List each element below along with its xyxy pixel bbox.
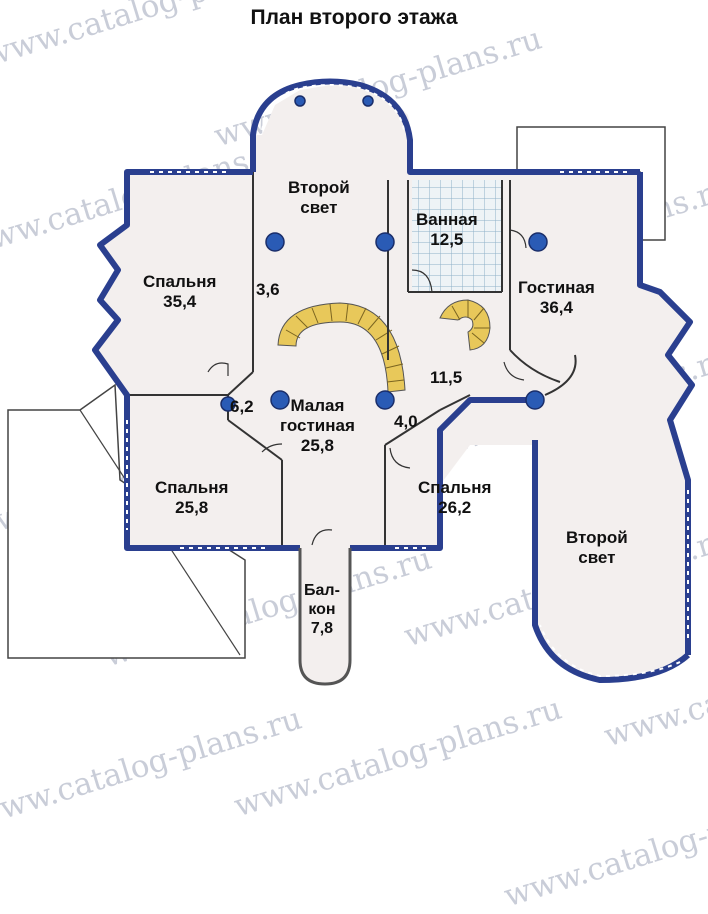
balcony-floor [300,548,350,683]
exterior-walls [92,78,695,686]
door-living[interactable] [509,229,527,249]
room-bathroom: Ванная 12,5 [416,210,478,250]
area-niche-right: 4,0 [394,412,418,431]
door-bedroom-sw[interactable] [261,443,283,453]
room-name: Гостиная [518,278,595,297]
room-living: Гостиная 36,4 [518,278,595,318]
room-name: Спальня [143,272,217,291]
column [294,95,306,107]
windows [126,84,689,678]
room-name-line2: гостиная [280,416,355,435]
wall-small-living-left [227,419,283,461]
room-name-line1: Второй [288,178,350,197]
room-area: 36,4 [539,298,573,317]
window-top-arch [261,84,405,131]
column [525,390,545,410]
room-area: 7,8 [310,620,334,637]
room-small-living: Малая гостиная 25,8 [280,396,355,456]
room-second-light-right: Второй свет [566,528,628,568]
doors[interactable] [207,229,527,546]
room-area: 35,4 [163,292,197,311]
door-hall-right[interactable] [503,361,525,381]
room-name: Ванная [416,210,478,229]
bathroom-tiles [412,180,502,292]
wall-top-arch [250,78,640,175]
wall-corridor-angle [227,371,254,396]
room-area: 25,8 [175,498,209,517]
area-corridor-left: 3,6 [256,280,280,299]
wall-small-living-right [384,409,441,446]
column [220,396,236,412]
wall-south-east [350,397,535,551]
room-name: Спальня [155,478,229,497]
door-bedroom-nw[interactable] [207,362,229,376]
room-bedroom-se: Спальня 26,2 [418,478,491,518]
balcony-rail [298,548,352,686]
column [375,232,395,252]
room-name-line1: Бал- [304,582,340,599]
column [375,390,395,410]
room-name: Спальня [418,478,492,497]
room-balcony: Бал- кон 7,8 [304,581,340,638]
room-name-line2: кон [308,601,336,618]
wall-east [637,172,695,655]
room-area: 25,8 [300,436,334,455]
column [362,95,374,107]
room-bedroom-sw: Спальня 25,8 [155,478,228,518]
room-area: 26,2 [438,498,472,517]
room-second-light-top: Второй свет [288,178,350,218]
area-hall-right: 11,5 [430,368,463,387]
wall-living-bay [544,354,577,396]
door-bathroom[interactable] [411,269,433,293]
main-stair [277,302,406,393]
wall-west [92,169,300,551]
column [270,390,290,410]
interior-walls [127,172,577,549]
staircases [277,299,491,393]
wall-hall-angle [439,394,471,411]
wall-living-curve [509,349,561,383]
plan-title: План второго этажа [250,6,458,29]
room-name-line2: свет [578,548,616,567]
wall-right-round [532,440,690,683]
door-bedroom-se[interactable] [389,447,411,469]
room-name-line1: Малая [290,396,345,415]
columns [220,95,548,412]
room-name-line2: свет [300,198,338,217]
window-right-round [539,624,681,678]
column [265,232,285,252]
room-name-line1: Второй [566,528,628,547]
area-niche-left: 6,2 [230,397,254,416]
door-balcony[interactable] [311,529,333,546]
room-area: 12,5 [430,230,464,249]
column [528,232,548,252]
room-bedroom-nw: Спальня 35,4 [143,272,216,312]
